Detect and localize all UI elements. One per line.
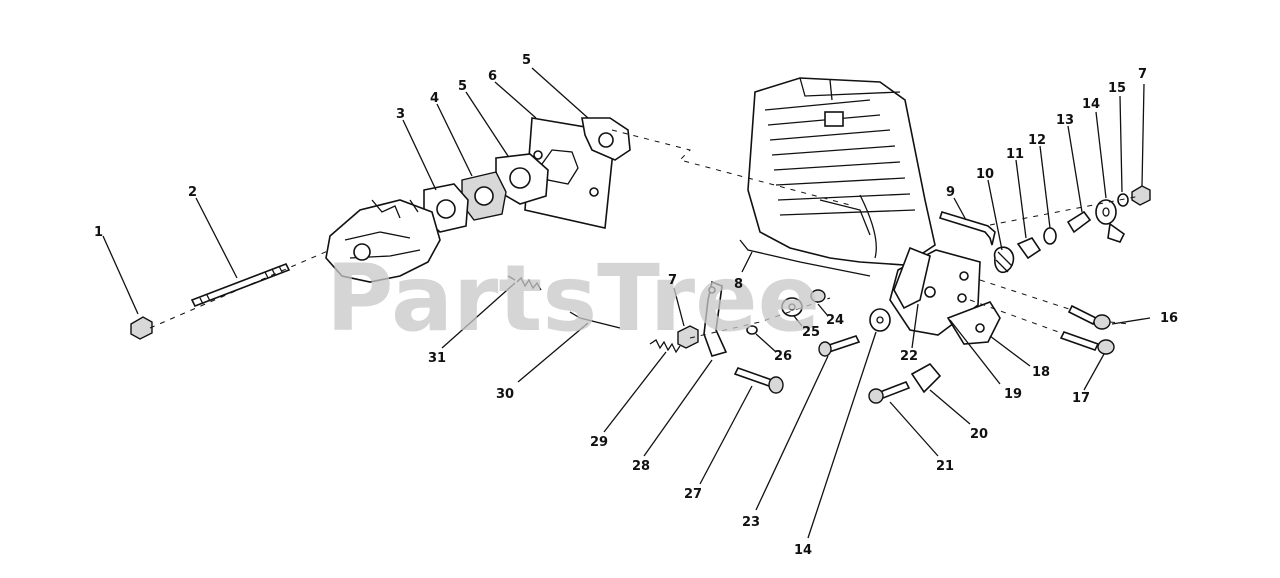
callout-28: 28 (632, 459, 650, 474)
part-28-governor-lever (703, 280, 728, 357)
callout-25: 25 (802, 325, 820, 340)
part-9-rod (938, 211, 996, 246)
callout-7b: 7 (668, 273, 677, 288)
engine-cylinder-block (747, 77, 936, 266)
part-29-spring (649, 339, 681, 354)
part-22-lever (893, 246, 931, 310)
callout-10: 10 (976, 167, 994, 182)
callout-5b: 5 (522, 53, 531, 68)
part-10-spring (993, 246, 1015, 274)
part-11-bushing (1016, 237, 1042, 260)
callout-9: 9 (946, 185, 955, 200)
callout-31: 31 (428, 351, 446, 366)
callout-19: 19 (1004, 387, 1022, 402)
callout-22: 22 (900, 349, 918, 364)
part-14-washer-lower (869, 308, 891, 332)
leader-lines (102, 67, 1151, 539)
part-26-washer (746, 325, 758, 335)
callout-24: 24 (826, 313, 844, 328)
part-15-washer (1117, 193, 1129, 207)
callout-6: 6 (488, 69, 497, 84)
part-7-nut-lower (677, 325, 699, 349)
part-8-link-rod (739, 239, 871, 277)
part-13-link (1066, 210, 1092, 234)
part-27-bolt (733, 367, 784, 394)
callout-13: 13 (1056, 113, 1074, 128)
callout-23: 23 (742, 515, 760, 530)
callout-16: 16 (1160, 311, 1178, 326)
callout-2: 2 (188, 185, 197, 200)
callout-5a: 5 (458, 79, 467, 94)
callout-21: 21 (936, 459, 954, 474)
part-14-washer-upper (1095, 199, 1126, 243)
callout-4: 4 (430, 91, 439, 106)
callout-27: 27 (684, 487, 702, 502)
part-31-spring (507, 275, 542, 291)
part-5-gasket-lower (495, 153, 549, 205)
assembly-centerlines (149, 129, 1141, 339)
watermark-text: PartsTree (326, 245, 820, 352)
part-5-gasket-upper (581, 117, 631, 161)
part-12-washer (1043, 227, 1057, 245)
callout-14a: 14 (1082, 97, 1100, 112)
callout-1: 1 (94, 225, 103, 240)
callout-14b: 14 (794, 543, 812, 558)
part-30-link (569, 311, 621, 329)
callout-labels: 1 2 3 4 5 6 5 7 15 14 13 12 11 10 9 8 7 … (94, 53, 1178, 558)
callout-12: 12 (1028, 133, 1046, 148)
callout-20: 20 (970, 427, 988, 442)
callout-17: 17 (1072, 391, 1090, 406)
part-17-screw (1059, 331, 1115, 355)
part-4-spacer (461, 171, 507, 221)
part-23-screw (818, 335, 861, 357)
callout-29: 29 (590, 435, 608, 450)
carburetor-body (325, 199, 441, 283)
part-1-nut (130, 316, 153, 340)
part-20-bracket (910, 362, 942, 394)
callout-8: 8 (734, 277, 743, 292)
part-21-bolt (868, 380, 911, 404)
callout-15: 15 (1108, 81, 1126, 96)
callout-26: 26 (774, 349, 792, 364)
part-3-gasket (423, 183, 469, 233)
callout-11: 11 (1006, 147, 1024, 162)
part-7-nut-upper (1131, 185, 1151, 206)
callout-18: 18 (1032, 365, 1050, 380)
part-16-screw (1067, 304, 1111, 330)
callout-30: 30 (496, 387, 514, 402)
callout-7a: 7 (1138, 67, 1147, 82)
part-25-washer (781, 297, 803, 317)
callout-3: 3 (396, 107, 405, 122)
part-2-stud (190, 262, 291, 308)
